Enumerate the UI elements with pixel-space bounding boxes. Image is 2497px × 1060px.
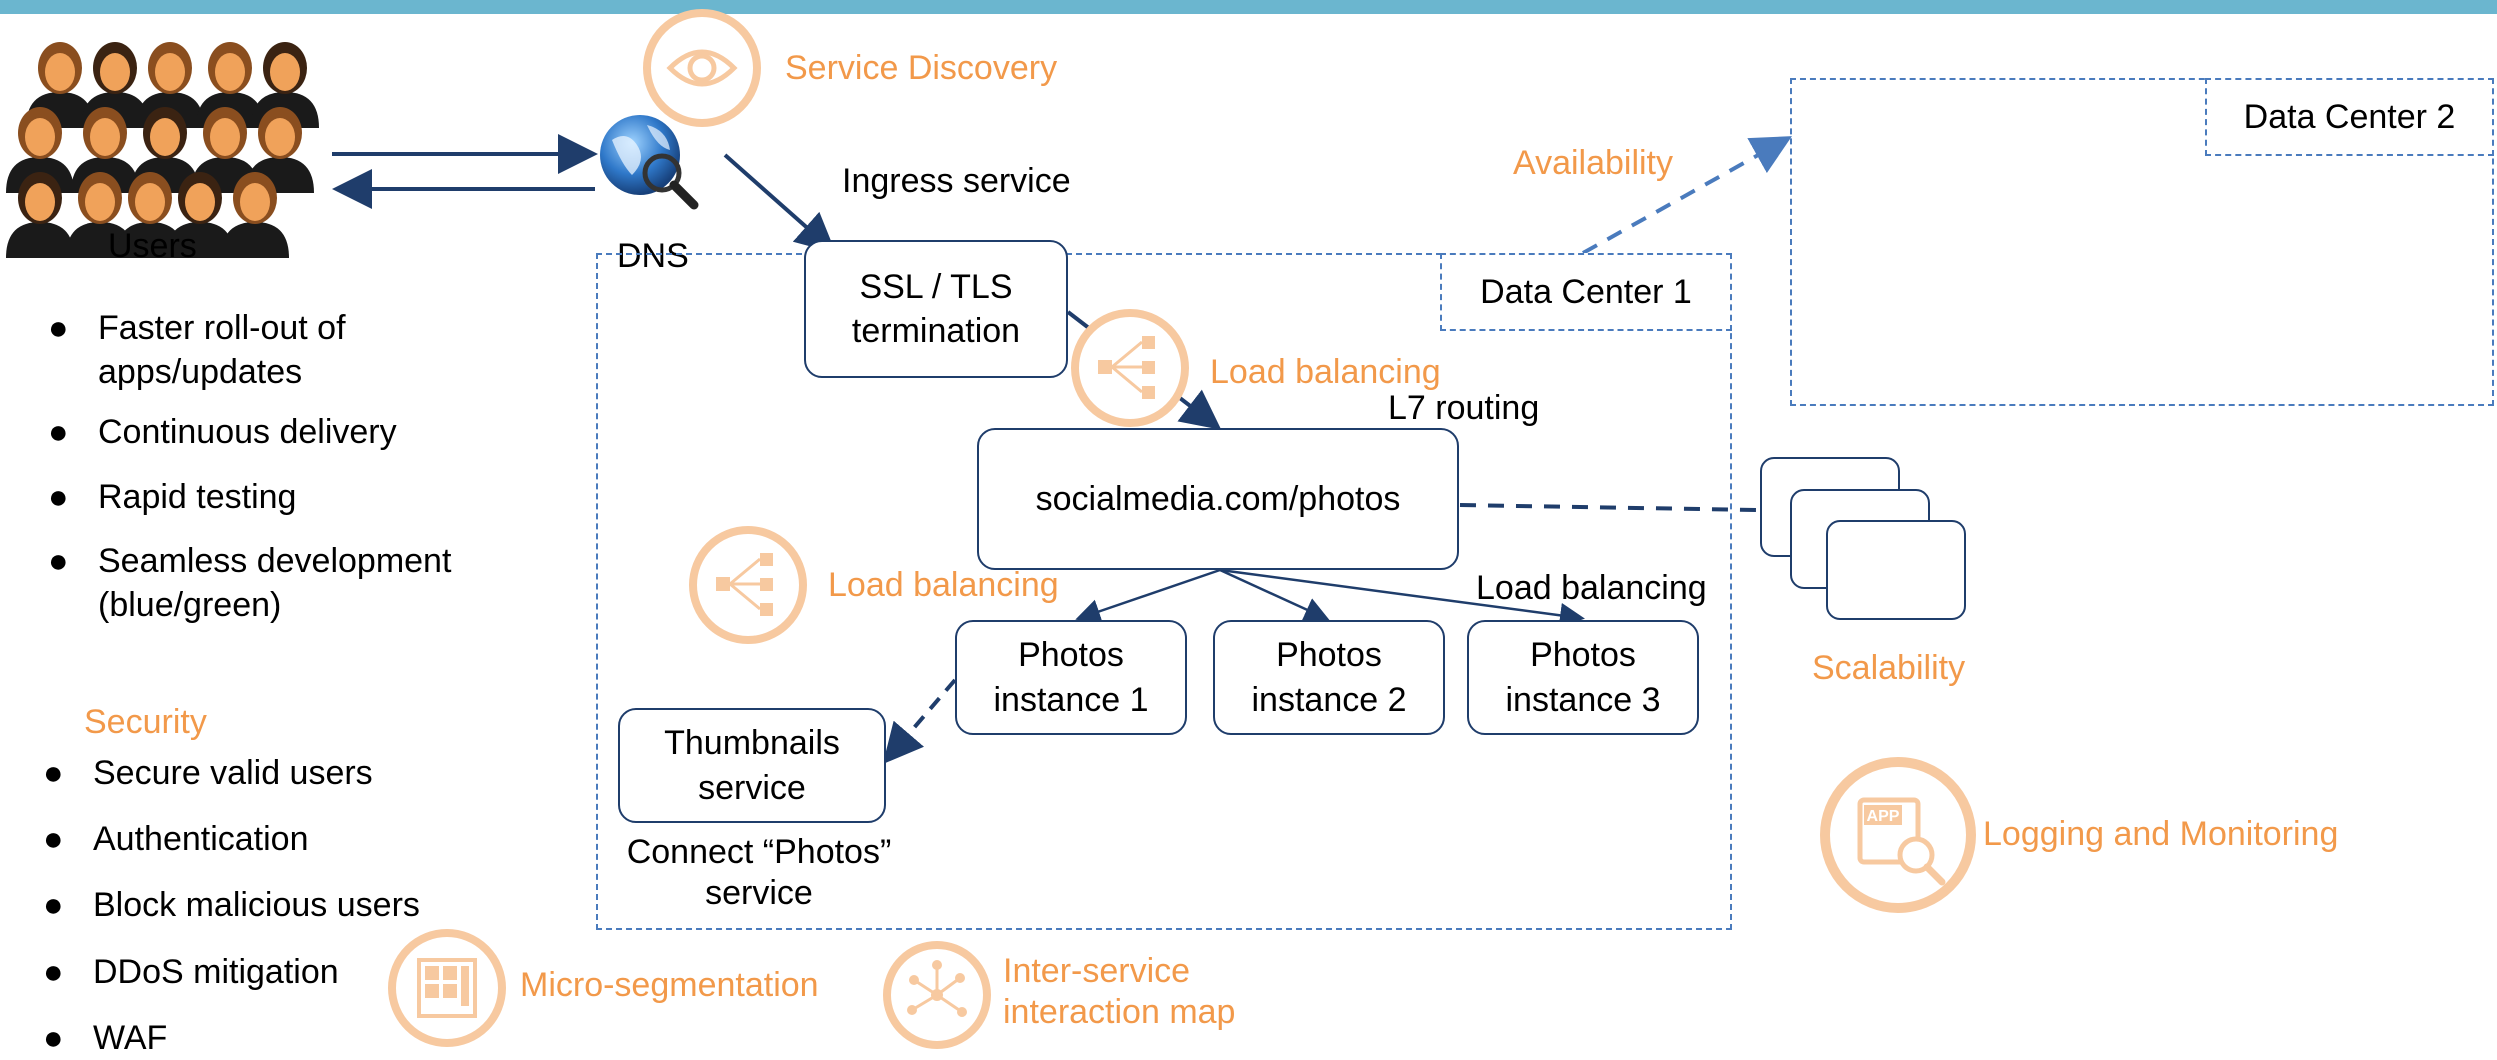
- socialmedia-label: socialmedia.com/photos: [1035, 479, 1401, 518]
- globe-search-icon: [600, 115, 699, 210]
- thumbnails-line1: Thumbnails: [664, 724, 840, 763]
- social-to-photos1-arrow: [1075, 568, 1221, 624]
- network-map-icon: [883, 941, 991, 1049]
- bullet: ●: [43, 1018, 64, 1057]
- photos-instance-1-box: Photos instance 1: [955, 620, 1187, 735]
- thumbnails-service-box: Thumbnails service: [618, 708, 886, 823]
- benefit-line1: Seamless development: [98, 541, 452, 580]
- photos-2-line1: Photos: [1276, 636, 1382, 675]
- ssl-tls-termination-box: SSL / TLS termination: [804, 240, 1068, 378]
- security-heading: Security: [84, 703, 207, 741]
- bullet: ●: [48, 413, 69, 452]
- list-item: ● Continuous delivery: [48, 410, 451, 454]
- load-balancing-top-label: Load balancing: [1210, 353, 1441, 391]
- person-icon: [71, 107, 139, 193]
- bullet: ●: [43, 886, 64, 925]
- data-center-2-boundary: [1790, 78, 2494, 406]
- data-center-1-label: Data Center 1: [1440, 253, 1732, 331]
- photos-2-line2: instance 2: [1251, 680, 1407, 719]
- logging-monitoring-label: Logging and Monitoring: [1983, 815, 2339, 853]
- thumbnails-line2: service: [698, 768, 806, 807]
- photos-to-thumbnails-arrow: [882, 678, 957, 765]
- app-monitor-icon: APP: [1820, 757, 1976, 913]
- list-item: ● DDoS mitigation: [43, 950, 420, 994]
- list-item: ● WAF: [43, 1016, 420, 1060]
- data-center-1-boundary: [596, 253, 1732, 930]
- load-balancer-icon: [1071, 309, 1189, 427]
- inter-service-line2: interaction map: [1003, 992, 1236, 1031]
- top-accent-bar: [0, 0, 2497, 14]
- security-item: WAF: [93, 1018, 168, 1057]
- photos-3-line1: Photos: [1530, 636, 1636, 675]
- bullet: ●: [43, 820, 64, 859]
- ssl-line2: termination: [851, 312, 1021, 350]
- social-to-photos2-arrow: [1219, 568, 1330, 622]
- ingress-service-label: Ingress service: [842, 162, 1071, 200]
- social-to-scalability-line: [1459, 503, 1759, 512]
- users-label: Users: [108, 227, 197, 265]
- load-balancing-left-label: Load balancing: [828, 566, 1059, 604]
- person-icon: [26, 42, 94, 128]
- person-icon: [166, 172, 234, 258]
- benefit-line1: Rapid testing: [98, 477, 297, 516]
- availability-arrow: [1582, 136, 1792, 255]
- availability-label: Availability: [1513, 144, 1674, 182]
- inter-service-line1: Inter-service: [1003, 952, 1191, 990]
- ssl-line1: SSL / TLS: [859, 267, 1013, 306]
- security-item: DDoS mitigation: [93, 952, 339, 991]
- connect-line1: Connect “Photos”: [626, 833, 892, 871]
- person-icon: [6, 172, 74, 258]
- security-list: ● Secure valid users ● Authentication ● Blo…: [43, 751, 420, 1060]
- bullet: ●: [43, 952, 64, 991]
- connect-line2: service: [705, 873, 813, 912]
- list-item: ● Rapid testing: [48, 475, 451, 519]
- security-item: Authentication: [93, 820, 309, 859]
- security-item: Secure valid users: [93, 754, 373, 792]
- svg-text:APP: APP: [1867, 808, 1900, 825]
- inter-service-label: Inter-service interaction map: [1003, 951, 1235, 1033]
- service-discovery-label: Service Discovery: [785, 49, 1058, 87]
- list-item: ● Block malicious users: [43, 883, 420, 927]
- load-balancing-right-label: Load balancing: [1476, 569, 1707, 607]
- data-center-2-label: Data Center 2: [2205, 78, 2494, 156]
- person-icon: [221, 172, 289, 258]
- bullet: ●: [48, 541, 69, 580]
- load-balancer-icon-left: [689, 526, 807, 644]
- list-item: ● Authentication: [43, 817, 420, 861]
- socialmedia-photos-box: socialmedia.com/photos: [977, 428, 1459, 570]
- security-item: Block malicious users: [93, 886, 420, 925]
- photos-1-line1: Photos: [1018, 636, 1124, 675]
- eye-icon: [643, 9, 761, 127]
- benefit-line2: (blue/green): [98, 585, 282, 624]
- photos-3-line2: instance 3: [1505, 680, 1661, 719]
- benefits-list: ● Faster roll-out of apps/updates ● Continu…: [48, 306, 452, 627]
- list-item: ● Faster roll-out of apps/updates: [48, 306, 451, 394]
- dns-to-ssl-arrow: [723, 153, 836, 254]
- scalability-instance-front: [1826, 520, 1966, 620]
- users-icon: [6, 42, 319, 258]
- scalability-label: Scalability: [1812, 649, 1966, 687]
- photos-instance-3-box: Photos instance 3: [1467, 620, 1699, 735]
- photos-1-line2: instance 1: [993, 680, 1149, 719]
- connect-photos-label: Connect “Photos” service: [614, 832, 904, 914]
- list-item: ● Seamless development (blue/green): [48, 539, 452, 627]
- photos-instance-2-box: Photos instance 2: [1213, 620, 1445, 735]
- social-to-photos3-arrow: [1219, 568, 1585, 628]
- micro-segmentation-label: Micro-segmentation: [520, 966, 819, 1004]
- l7-routing-label: L7 routing: [1388, 389, 1540, 427]
- bullet: ●: [48, 309, 69, 347]
- dns-label: DNS: [617, 237, 689, 275]
- benefit-line1: Faster roll-out of: [98, 309, 346, 347]
- benefit-line2: apps/updates: [98, 353, 303, 392]
- list-item: ● Secure valid users: [43, 751, 420, 795]
- benefit-line1: Continuous delivery: [98, 413, 397, 452]
- bullet: ●: [43, 754, 64, 792]
- bullet: ●: [48, 477, 69, 516]
